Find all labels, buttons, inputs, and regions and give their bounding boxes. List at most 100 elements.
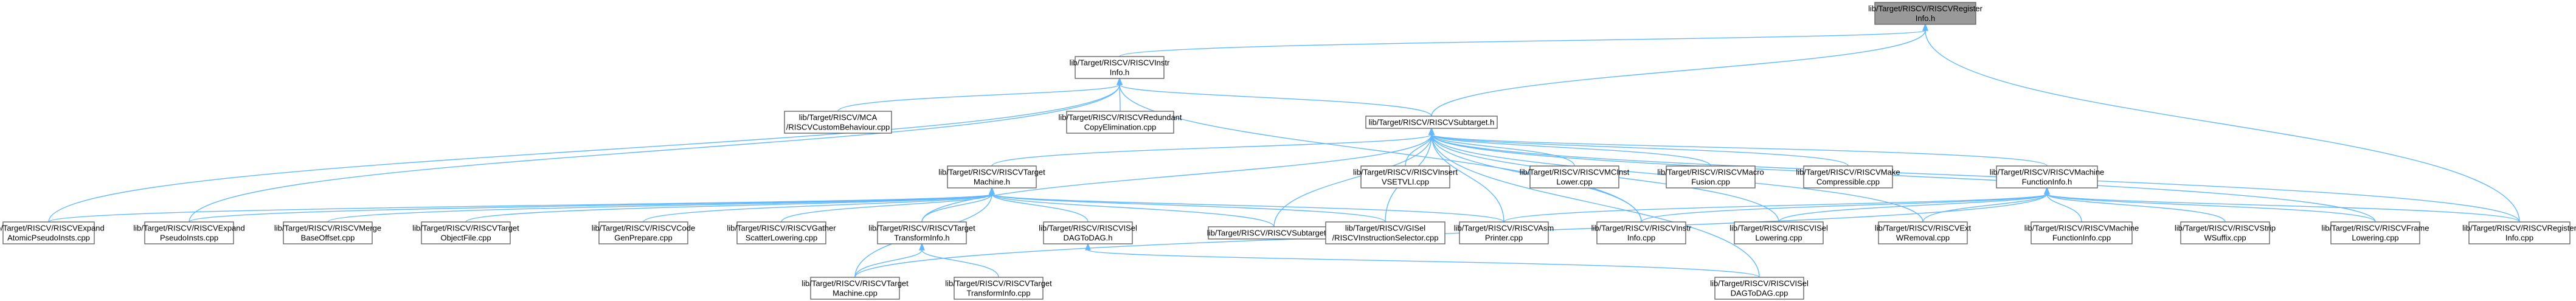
node-riscvgatherscatterlowering-cpp[interactable]: lib/Target/RISCV/RISCVGatherScatterLower… (727, 221, 836, 244)
edge-riscvsubtarget-h-to-riscviseldagtodag-cpp (1428, 127, 1760, 278)
node-label: DAGToDAG.h (1064, 234, 1113, 243)
node-label: Info.cpp (2505, 234, 2533, 243)
edge-riscvinstrinfo-h-to-riscvinstrinfo-cpp (1117, 77, 1642, 223)
node-label: Machine.cpp (833, 289, 878, 298)
node-label: Info.h (1110, 68, 1130, 77)
node-riscvtargetobjectfile-cpp[interactable]: lib/Target/RISCV/RISCVTargetObjectFile.c… (412, 221, 519, 244)
node-label: lib/Target/RISCV/RISCVTarget (412, 224, 519, 233)
edge-riscvmachinefunctioninfo-h-to-riscvmachinefunctioninfo-cpp (2044, 187, 2082, 223)
node-label: Fusion.cpp (1691, 178, 1730, 187)
node-label: Info.h (1916, 14, 1936, 23)
node-label: lib/Target/RISCV/RISCVInstr (1070, 58, 1170, 67)
node-riscvsubtarget-h[interactable]: lib/Target/RISCV/RISCVSubtarget.h (1365, 116, 1498, 129)
node-label: lib/Target/RISCV/RISCVRegister (2462, 224, 2576, 233)
edge-riscvtargettransforminfo-h-to-riscvtargetmachine-cpp (854, 243, 925, 278)
edge-riscvsubtarget-h-to-riscvmakecompressible-cpp (1428, 127, 1849, 167)
node-riscvmergebaseoffset-cpp[interactable]: lib/Target/RISCV/RISCVMergeBaseOffset.cp… (274, 221, 381, 244)
node-label: TransformInfo.cpp (966, 289, 1030, 298)
node-riscvsubtarget-cpp[interactable]: lib/Target/RISCV/RISCVSubtarget.cpp (1207, 226, 1341, 240)
edge-riscvtargetmachine-h-to-riscvtargettransforminfo-h (921, 187, 995, 223)
node-label: lib/Target/RISCV/RISCVCode (592, 224, 696, 233)
node-label: lib/Target/RISCV/RISCVMachine (2024, 224, 2139, 233)
node-label: lib/Target/RISCV/RISCVTarget (938, 168, 1045, 177)
node-label: AtomicPseudoInsts.cpp (7, 234, 90, 243)
node-label: Machine.h (974, 178, 1010, 187)
node-label: lib/Target/RISCV/RISCVMacro (1657, 168, 1764, 177)
node-label: WSuffix.cpp (2204, 234, 2246, 243)
node-label: Lowering.cpp (2352, 234, 2398, 243)
node-label: lib/Target/RISCV/MCA (799, 113, 878, 122)
node-label: lib/Target/RISCV/RISCVMCInst (1520, 168, 1630, 177)
node-label: lib/Target/RISCV/RISCVInstr (1591, 224, 1692, 233)
node-label: GenPrepare.cpp (614, 234, 672, 243)
node-label: CopyElimination.cpp (1084, 123, 1157, 132)
node-label: TransformInfo.h (894, 234, 949, 243)
edge-riscvinstrinfo-h-to-riscvsubtarget-h (1117, 77, 1432, 117)
node-riscvmachinefunctioninfo-cpp[interactable]: lib/Target/RISCV/RISCVMachineFunctionInf… (2024, 221, 2139, 244)
node-label: WRemoval.cpp (1896, 234, 1950, 243)
node-label: PseudoInsts.cpp (160, 234, 218, 243)
edge-riscvregisterinfo-h-to-riscvinstrinfo-h (1119, 23, 1928, 57)
node-label: lib/Target/RISCV/RISCVISel (1729, 224, 1828, 233)
node-label: lib/Target/RISCV/RISCVSubtarget.cpp (1207, 229, 1341, 238)
node-label: lib/Target/RISCV/RISCVISel (1039, 224, 1137, 233)
node-riscvmakecompressible-cpp[interactable]: lib/Target/RISCV/RISCVMakeCompressible.c… (1796, 165, 1900, 189)
node-label: lib/Target/RISCV/RISCVRegister (1868, 4, 1983, 13)
node-label: /RISCVCustomBehaviour.cpp (786, 123, 890, 132)
node-riscvcustombehaviour-cpp[interactable]: lib/Target/RISCV/MCA/RISCVCustomBehaviou… (784, 111, 892, 134)
node-label: lib/Target/RISCV/RISCVFrame (2322, 224, 2429, 233)
node-riscvtargettransforminfo-cpp[interactable]: lib/Target/RISCV/RISCVTargetTransformInf… (945, 277, 1052, 300)
edge-riscvregisterinfo-h-to-riscvregisterinfo-cpp (1922, 23, 2520, 223)
edge-riscvtargettransforminfo-h-to-riscvtargettransforminfo-cpp (919, 243, 999, 278)
node-riscvredundantcopyelimination-cpp[interactable]: lib/Target/RISCV/RISCVRedundantCopyElimi… (1058, 111, 1182, 134)
node-riscvexpandpseudoinsts-cpp[interactable]: lib/Target/RISCV/RISCVExpandPseudoInsts.… (133, 221, 245, 244)
node-riscvmachinefunctioninfo-h[interactable]: lib/Target/RISCV/RISCVMachineFunctionInf… (1990, 165, 2105, 189)
node-riscvinstructionselector-cpp[interactable]: lib/Target/RISCV/GISel/RISCVInstructionS… (1325, 221, 1446, 244)
node-label: lib/Target/RISCV/RISCVSubtarget.h (1369, 118, 1495, 127)
node-label: FunctionInfo.h (2022, 178, 2072, 187)
node-label: lib/Target/RISCV/RISCVISel (1710, 279, 1809, 288)
edge-riscvmachinefunctioninfo-h-to-riscvtargetmachine-cpp (854, 187, 2050, 278)
node-label: lib/Target/RISCV/RISCVStrip (2175, 224, 2276, 233)
node-label: DAGToDAG.cpp (1731, 289, 1788, 298)
node-riscvexpandatomicpseudoinsts-cpp[interactable]: lib/Target/RISCV/RISCVExpandAtomicPseudo… (0, 221, 105, 244)
edge-riscviseldagtodag-h-to-riscviseldagtodag-cpp (1085, 243, 1760, 278)
node-label: lib/Target/RISCV/RISCVInsert (1353, 168, 1458, 177)
edge-riscvmachinefunctioninfo-h-to-riscvasmprinter-cpp (1503, 187, 2050, 223)
node-label: lib/Target/RISCV/GISel (1345, 224, 1425, 233)
graph-edges (48, 23, 2520, 278)
node-label: lib/Target/RISCV/RISCVGather (727, 224, 836, 233)
node-label: Info.cpp (1627, 234, 1655, 243)
node-label: lib/Target/RISCV/RISCVExt (1875, 224, 1972, 233)
node-label: /RISCVInstructionSelector.cpp (1332, 234, 1439, 243)
node-label: Lowering.cpp (1755, 234, 1802, 243)
node-label: lib/Target/RISCV/RISCVTarget (802, 279, 909, 288)
node-label: lib/Target/RISCV/RISCVMake (1796, 168, 1900, 177)
node-label: lib/Target/RISCV/RISCVTarget (945, 279, 1052, 288)
edge-riscvsubtarget-h-to-riscvtargetmachine-h (991, 127, 1435, 167)
node-label: BaseOffset.cpp (301, 234, 355, 243)
node-label: VSETVLI.cpp (1382, 178, 1429, 187)
node-riscvtargettransforminfo-h[interactable]: lib/Target/RISCV/RISCVTargetTransformInf… (868, 221, 975, 244)
node-label: ScatterLowering.cpp (746, 234, 818, 243)
edge-riscvtargetmachine-h-to-riscvasmprinter-cpp (989, 187, 1504, 223)
edge-riscvmachinefunctioninfo-h-to-riscvextwremoval-cpp (1922, 187, 2050, 223)
